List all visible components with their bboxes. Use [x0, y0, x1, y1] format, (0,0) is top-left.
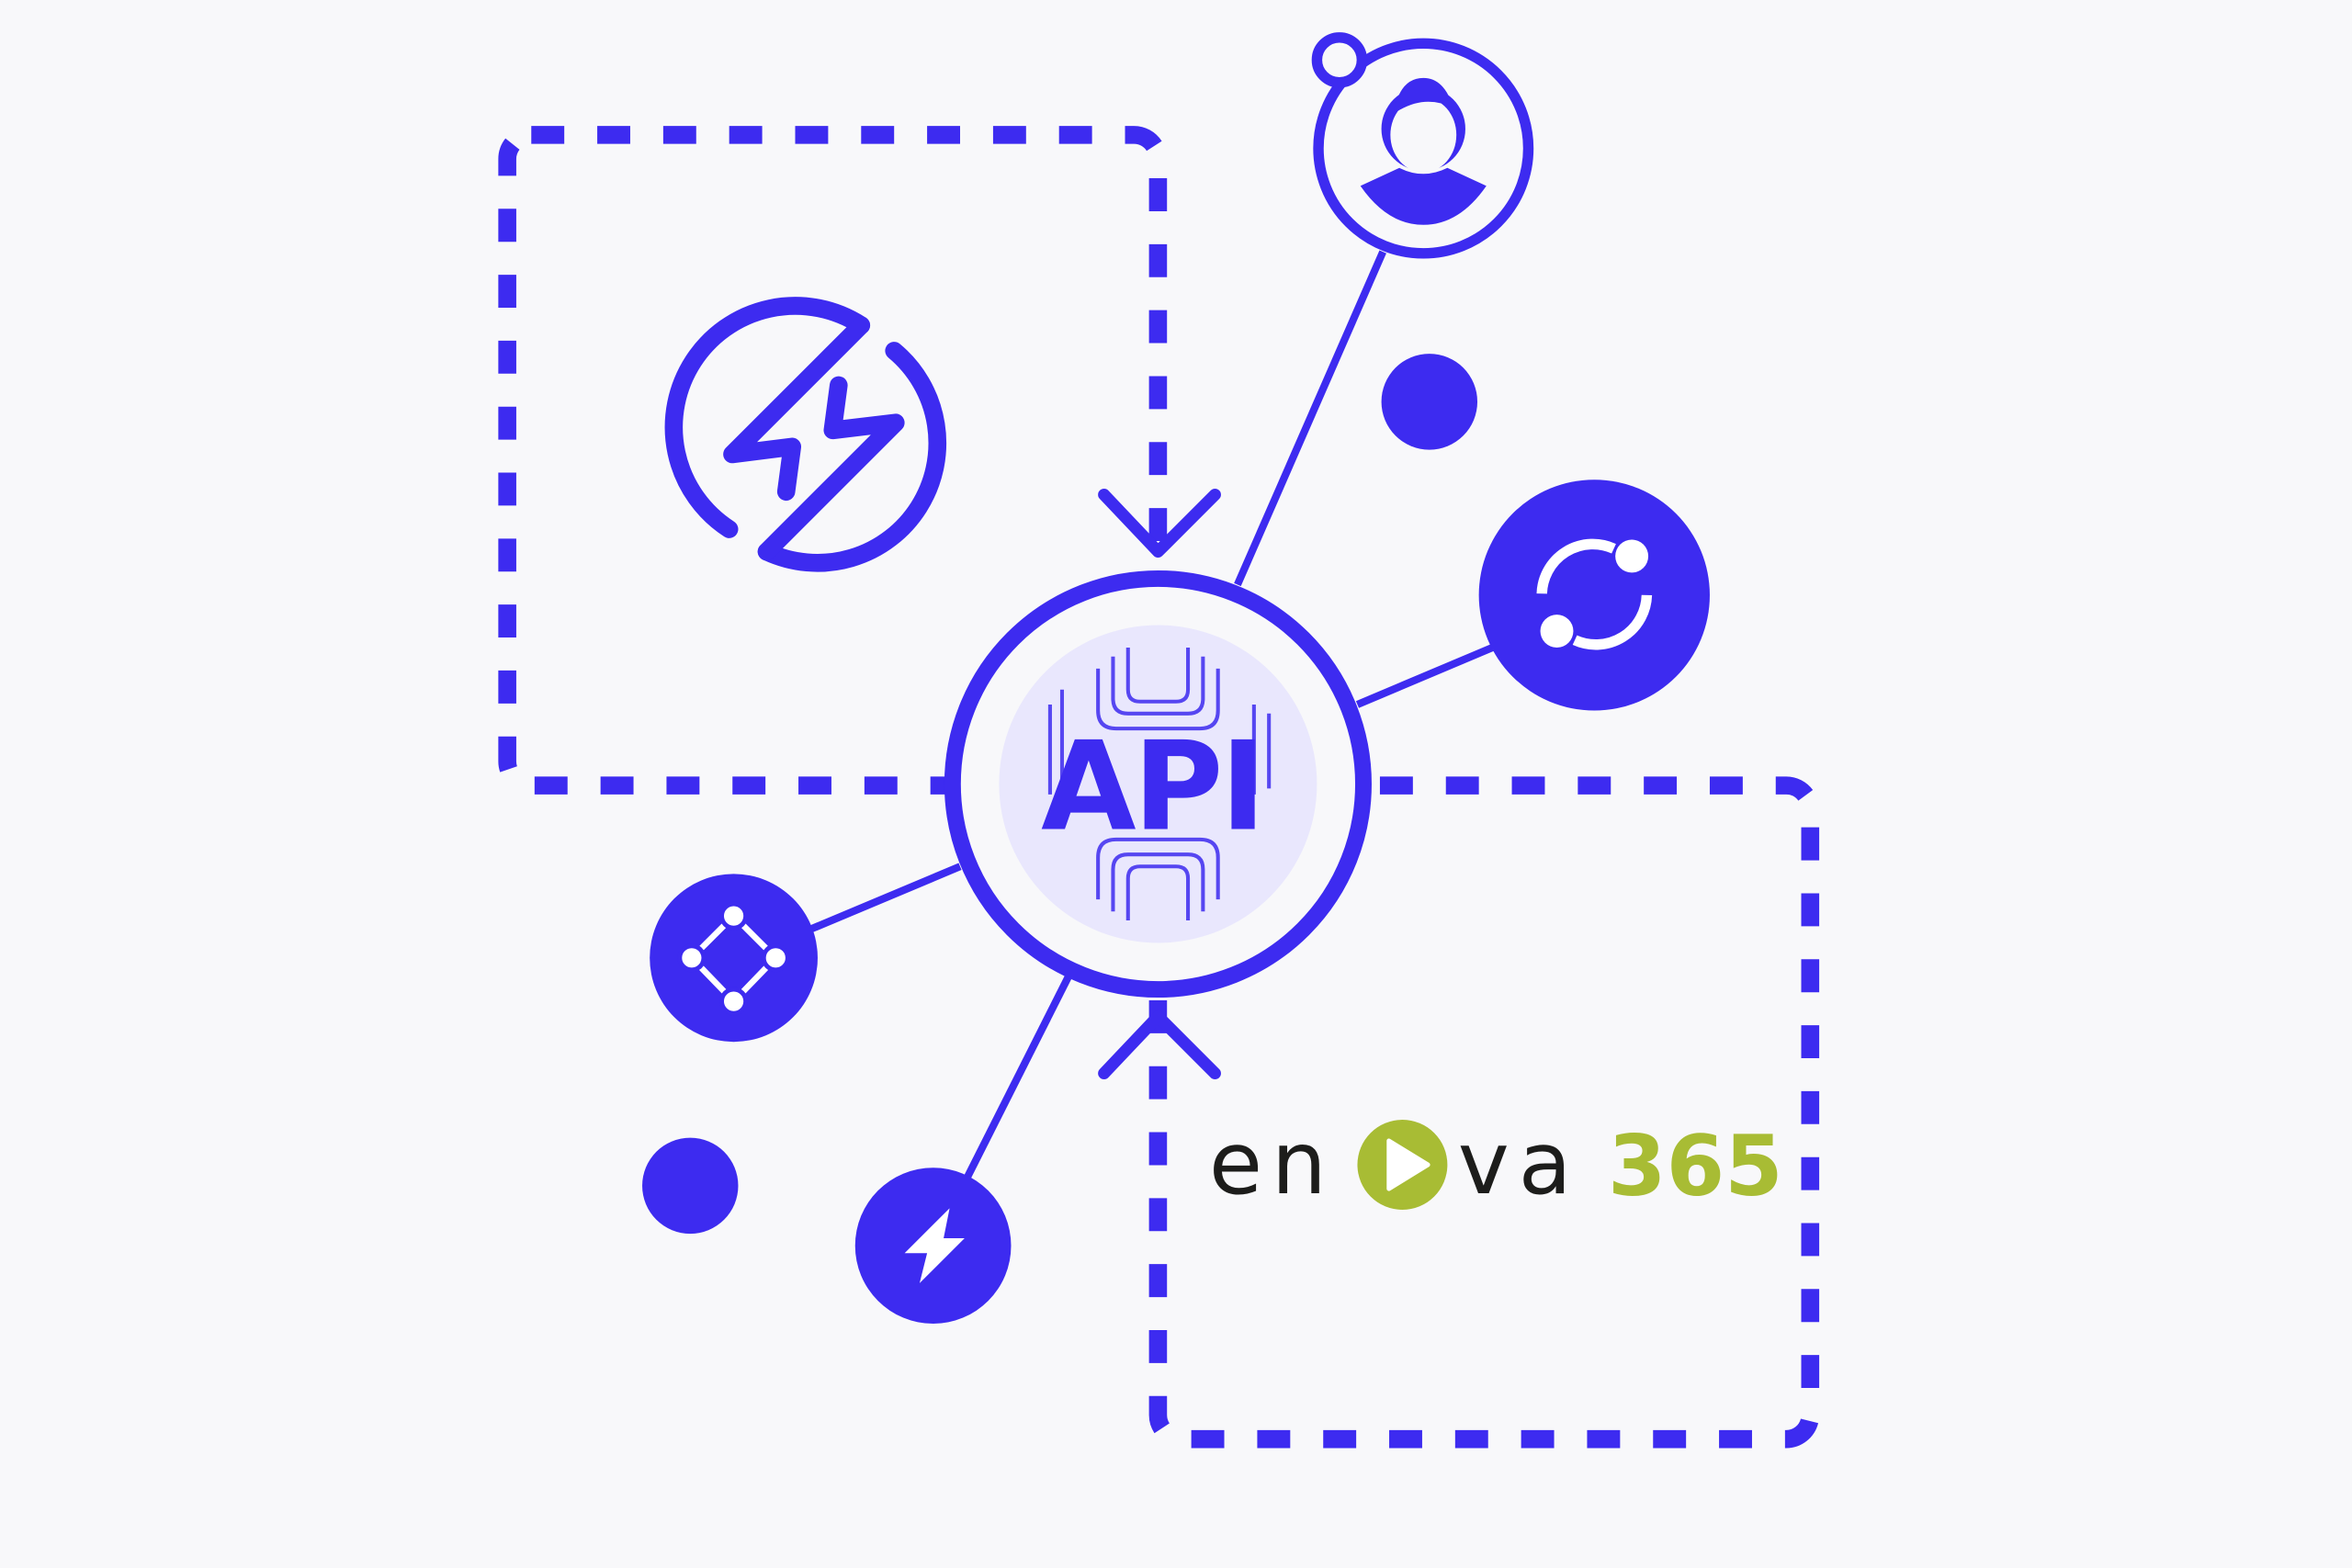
- dot-bottom: [642, 1137, 739, 1235]
- logo-text-365: 365: [1608, 1117, 1783, 1215]
- dashed-frame-top-left: [498, 126, 1168, 795]
- enova365-logo: en va 365: [1209, 1113, 1783, 1215]
- api-label: API: [1041, 715, 1263, 858]
- user-icon: [1311, 32, 1534, 259]
- logo-text-va: va: [1458, 1113, 1581, 1214]
- dot-top: [1381, 354, 1478, 450]
- circuit-lines-icon: [1047, 647, 1272, 921]
- power-lightning-icon: [664, 297, 947, 572]
- lightning-icon: [854, 1168, 1012, 1324]
- logo-text-en: en: [1209, 1113, 1336, 1214]
- network-graph-icon: [650, 874, 818, 1043]
- chevron-up-icon: [1098, 1010, 1221, 1079]
- connector-lines: [808, 250, 1494, 1179]
- chevron-down-icon: [1098, 489, 1221, 558]
- api-hub: API: [944, 570, 1372, 998]
- sync-icon: [1478, 479, 1710, 711]
- dashed-frame-bottom-right: [1148, 776, 1820, 1449]
